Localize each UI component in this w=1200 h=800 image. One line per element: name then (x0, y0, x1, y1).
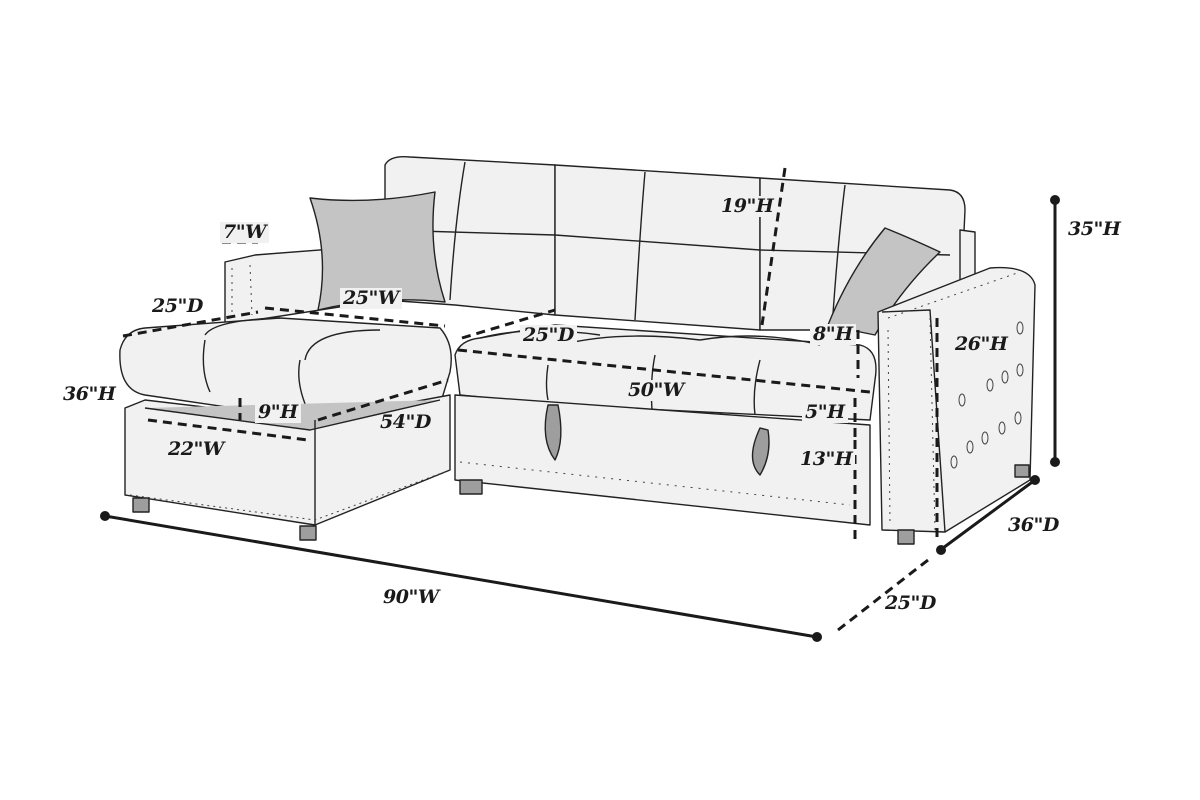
overall-depth-label: 36"D (1008, 514, 1059, 536)
lid-lift-label: 36"H (63, 383, 116, 405)
arm-above-seat-label: 8"H (810, 324, 856, 345)
back-height-label: 19"H (718, 196, 777, 217)
arm-height-label: 26"H (952, 334, 1011, 355)
storage-width-label: 22"W (168, 438, 224, 460)
seat-depth-label: 25"D (520, 325, 577, 346)
sofa-depth-label: 25"D (885, 592, 936, 614)
seat-width-label: 50"W (625, 380, 687, 401)
chaise-seat-width-label: 25"W (340, 288, 402, 309)
chaise-length-label: 54"D (380, 411, 431, 433)
armrest-width-label: 7"W (220, 222, 269, 243)
seat-height-label: 13"H (797, 449, 856, 470)
chaise-back-depth-label: 25"D (152, 295, 203, 317)
overall-height-label: 35"H (1068, 218, 1121, 240)
storage-depth-label: 9"H (255, 402, 301, 423)
cushion-thickness-label: 5"H (802, 402, 848, 423)
overall-width-label: 90"W (383, 586, 439, 608)
